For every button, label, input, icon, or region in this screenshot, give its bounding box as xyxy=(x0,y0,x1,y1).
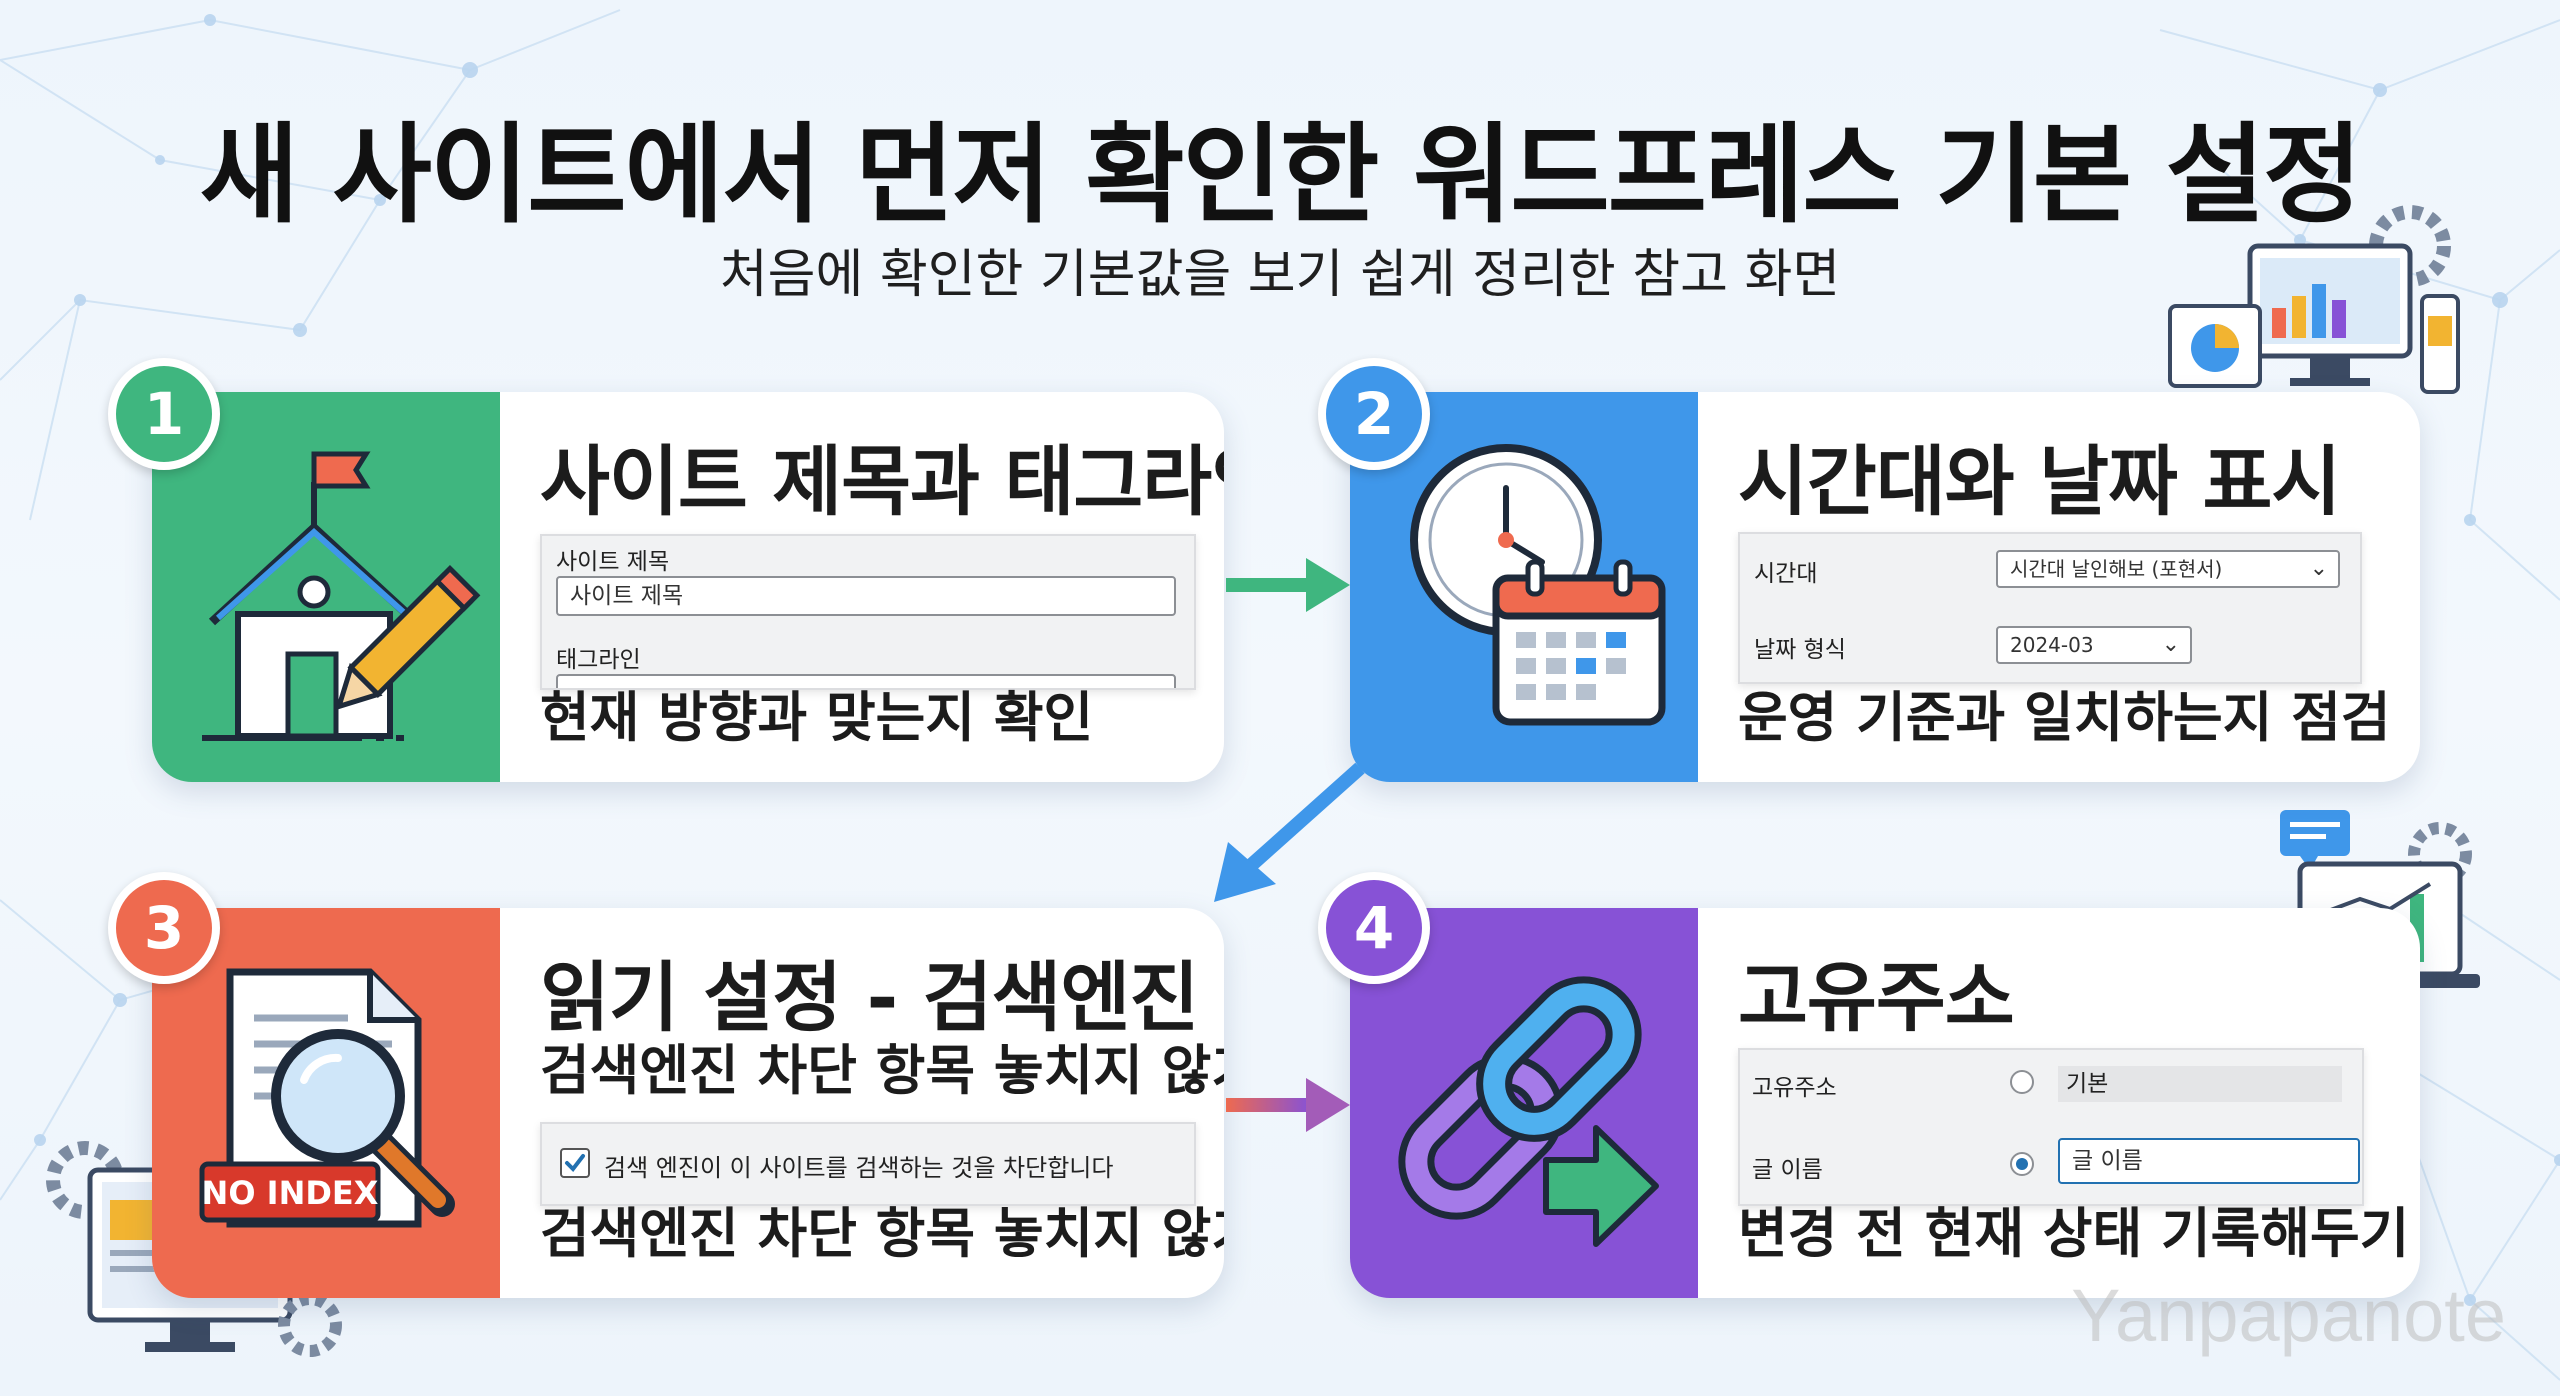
document-magnifier-icon: NO INDEX xyxy=(199,968,455,1228)
plain-option-label: 기본 xyxy=(2058,1066,2342,1102)
timezone-label: 시간대 xyxy=(1754,561,1818,587)
permalink-form: 고유주소 기본 글 이름 글 이름 xyxy=(1738,1048,2364,1206)
date-format-select[interactable]: 2024-03 ⌄ xyxy=(1996,626,2192,664)
card-permalinks: 고유주소 고유주소 기본 글 이름 글 이름 변경 전 현재 상태 기록해두기 xyxy=(1350,908,2420,1298)
card-1-content: 사이트 제목과 태그라인 사이트 제목 사이트 제목 태그라인 현재 방향과 맞… xyxy=(540,392,1224,782)
tagline-label: 태그라인 xyxy=(556,647,641,673)
card-timezone-date: 시간대와 날짜 표시 시간대 시간대 날인해보 (포현서) ⌄ 날짜 형식 20… xyxy=(1350,392,2420,782)
post-name-radio[interactable] xyxy=(2010,1152,2034,1176)
permalink-label: 고유주소 xyxy=(1752,1075,1837,1101)
clock-calendar-icon xyxy=(1410,444,1666,726)
card-2-content: 시간대와 날짜 표시 시간대 시간대 날인해보 (포현서) ⌄ 날짜 형식 20… xyxy=(1738,392,2392,782)
timezone-form: 시간대 시간대 날인해보 (포현서) ⌄ 날짜 형식 2024-03 ⌄ xyxy=(1738,532,2362,684)
step-3-badge: 3 xyxy=(108,872,220,984)
step-4-badge: 4 xyxy=(1318,872,1430,984)
post-name-input[interactable]: 글 이름 xyxy=(2058,1138,2360,1184)
card-1-title: 사이트 제목과 태그라인 xyxy=(540,437,1224,526)
page-subtitle: 처음에 확인한 기본값을 보기 쉽게 정리한 참고 화면 xyxy=(719,245,1841,305)
arrow-right-icon xyxy=(1226,558,1350,612)
site-title-form: 사이트 제목 사이트 제목 태그라인 xyxy=(540,534,1196,690)
step-2-badge: 2 xyxy=(1318,358,1430,470)
arrow-down-left-icon xyxy=(1214,762,1365,902)
timezone-select-value: 시간대 날인해보 (포현서) xyxy=(2010,557,2223,581)
card-1-panel xyxy=(152,392,500,782)
watermark: Yanpapanote xyxy=(2071,1274,2506,1357)
tagline-input[interactable] xyxy=(556,674,1176,688)
card-4-footer: 변경 전 현재 상태 기록해두기 xyxy=(1738,1202,2410,1265)
card-3-title: 읽기 설정 - 검색엔진 xyxy=(540,953,1199,1042)
card-4-title: 고유주소 xyxy=(1738,953,2015,1042)
chevron-down-icon: ⌄ xyxy=(2309,556,2328,581)
step-1-badge: 1 xyxy=(108,358,220,470)
card-3-subtitle: 검색엔진 차단 항목 놓치지 않기 xyxy=(540,1039,1224,1102)
card-3-panel: NO INDEX xyxy=(152,908,500,1298)
card-3-footer: 검색엔진 차단 항목 놓치지 않기 xyxy=(540,1202,1224,1265)
page-title: 새 사이트에서 먼저 확인한 워드프레스 기본 설정 xyxy=(199,113,2363,238)
timezone-select[interactable]: 시간대 날인해보 (포현서) ⌄ xyxy=(1996,550,2340,588)
plain-radio[interactable] xyxy=(2010,1070,2034,1094)
monitor-chart-illustration-icon xyxy=(2168,205,2460,394)
house-pencil-icon xyxy=(202,451,481,741)
site-title-input[interactable]: 사이트 제목 xyxy=(556,576,1176,616)
no-index-label: NO INDEX xyxy=(202,1174,379,1212)
search-engine-checkbox[interactable] xyxy=(560,1148,590,1178)
card-2-title: 시간대와 날짜 표시 xyxy=(1738,437,2341,526)
card-2-footer: 운영 기준과 일치하는지 점검 xyxy=(1738,686,2391,749)
arrow-right-icon xyxy=(1226,1078,1350,1132)
card-reading-search-engine: NO INDEX 읽기 설정 - 검색엔진 검색엔진 차단 항목 놓치지 않기 … xyxy=(152,908,1224,1298)
post-name-label: 글 이름 xyxy=(1752,1157,1823,1183)
card-4-panel xyxy=(1350,908,1698,1298)
site-title-label: 사이트 제목 xyxy=(556,549,670,575)
chain-link-icon xyxy=(1398,976,1659,1247)
date-format-select-value: 2024-03 xyxy=(2010,633,2094,657)
checkmark-icon xyxy=(565,1154,585,1173)
card-1-footer: 현재 방향과 맞는지 확인 xyxy=(540,686,1094,749)
chevron-down-icon: ⌄ xyxy=(2161,632,2180,657)
card-site-title-tagline: 사이트 제목과 태그라인 사이트 제목 사이트 제목 태그라인 현재 방향과 맞… xyxy=(152,392,1224,782)
card-3-content: 읽기 설정 - 검색엔진 검색엔진 차단 항목 놓치지 않기 검색 엔진이 이 … xyxy=(540,908,1224,1298)
card-4-content: 고유주소 고유주소 기본 글 이름 글 이름 변경 전 현재 상태 기록해두기 xyxy=(1738,908,2409,1298)
search-visibility-form: 검색 엔진이 이 사이트를 검색하는 것을 차단합니다 xyxy=(540,1122,1196,1206)
date-format-label: 날짜 형식 xyxy=(1754,637,1846,663)
search-engine-checkbox-label: 검색 엔진이 이 사이트를 검색하는 것을 차단합니다 xyxy=(604,1154,1114,1182)
